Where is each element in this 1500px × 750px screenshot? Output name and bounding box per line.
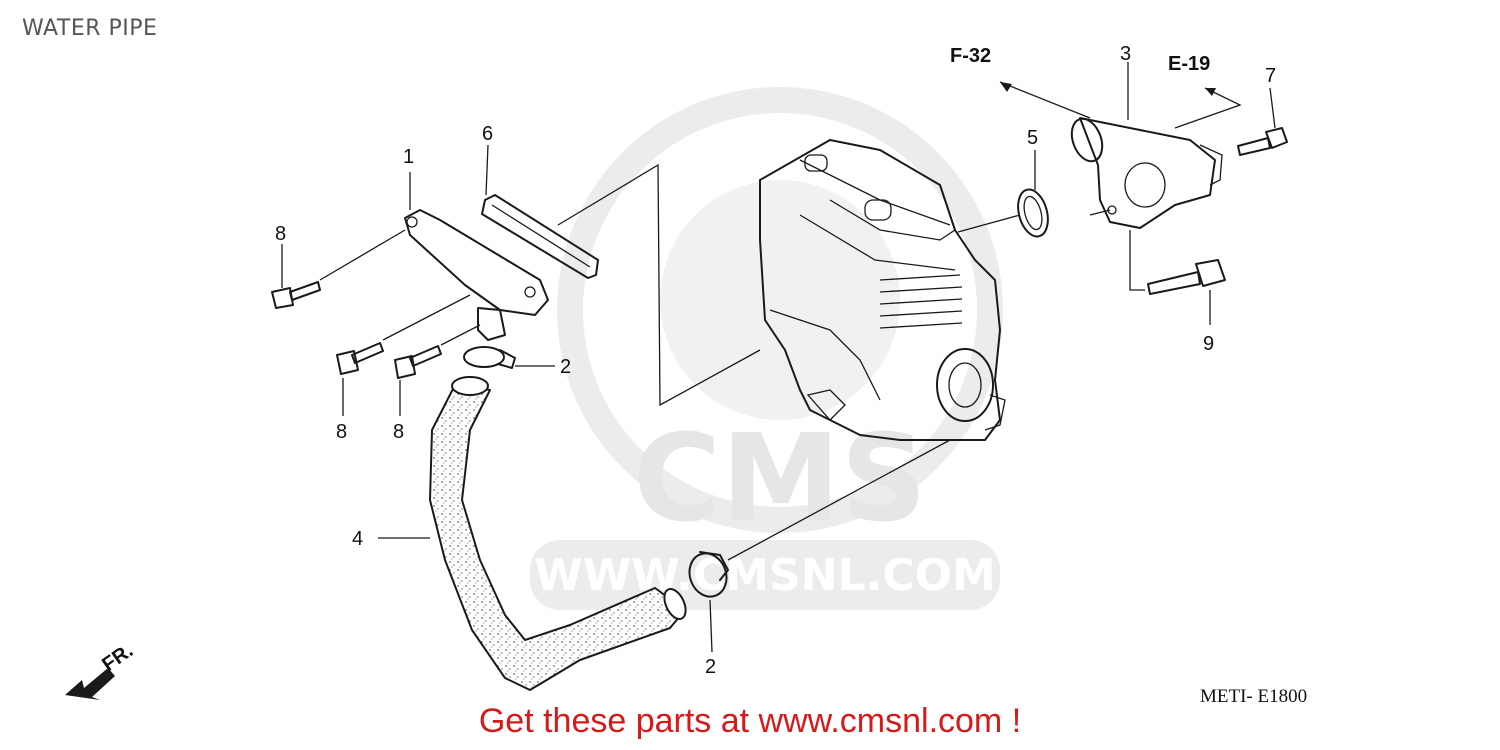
bolt-8-left — [271, 281, 321, 309]
assembly-frame — [557, 163, 761, 407]
parts-banner-link[interactable]: Get these parts at www.cmsnl.com ! — [478, 702, 1022, 740]
water-pipe-1 — [404, 209, 549, 341]
bolt-7 — [1237, 127, 1288, 156]
bolt-8-middle — [336, 342, 384, 375]
callout-8-middle: 8 — [336, 421, 347, 443]
front-direction-arrow: FR. — [65, 640, 137, 700]
water-hose-4 — [429, 376, 687, 691]
gasket-6 — [481, 194, 599, 279]
reference-e19: E-19 — [1168, 53, 1210, 75]
diagram-code: METI- E1800 — [1200, 686, 1307, 707]
callout-2-lower: 2 — [705, 656, 716, 678]
leader-lines — [281, 62, 1276, 653]
callout-9: 9 — [1203, 333, 1214, 355]
callout-3: 3 — [1120, 43, 1131, 65]
callout-8-left: 8 — [275, 223, 286, 245]
outlet-pipe-3 — [1070, 117, 1223, 229]
callout-7: 7 — [1265, 65, 1276, 87]
callout-4: 4 — [352, 528, 363, 550]
o-ring-5 — [1017, 188, 1049, 238]
callout-8-right: 8 — [393, 421, 404, 443]
hose-clamp-2-upper — [463, 346, 516, 369]
watermark-url: WWW.CMSNL.COM — [534, 550, 996, 601]
callout-1: 1 — [403, 146, 414, 168]
hose-clamp-2-lower — [688, 551, 729, 598]
callout-6: 6 — [482, 123, 493, 145]
front-label: FR. — [98, 640, 137, 677]
callout-5: 5 — [1027, 127, 1038, 149]
watermark-logo: CMS — [633, 410, 927, 549]
engine-block — [759, 139, 1006, 441]
bolt-9 — [1147, 259, 1226, 295]
callout-2-upper: 2 — [560, 356, 571, 378]
bolt-8-right — [394, 345, 442, 379]
page-title: WATER PIPE — [22, 16, 158, 41]
reference-f32: F-32 — [950, 45, 991, 67]
